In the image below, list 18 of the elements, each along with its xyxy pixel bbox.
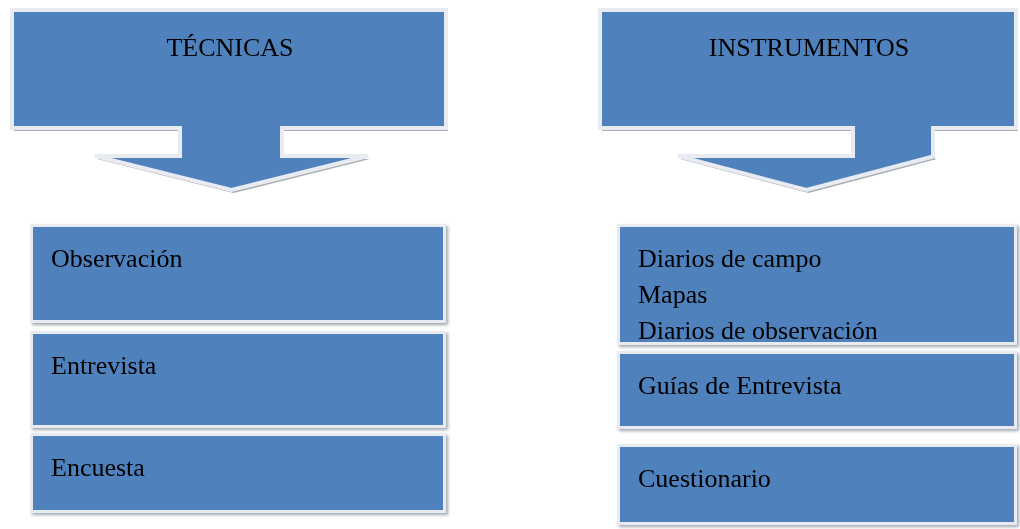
callout-arrow-shape (10, 8, 450, 196)
list-box (617, 224, 1017, 345)
item-text: Diarios de observación (638, 315, 879, 347)
item-text: Guías de Entrevista (638, 370, 843, 402)
heading: INSTRUMENTOS (707, 32, 911, 64)
item-text: Observación (51, 243, 184, 275)
callout-arrow-shape (598, 8, 1020, 196)
item-text: Mapas (638, 279, 709, 311)
list-box (30, 331, 446, 428)
item-text: Cuestionario (638, 463, 772, 495)
list-box (30, 433, 446, 513)
list-box (617, 351, 1017, 429)
item-text: Diarios de campo (638, 243, 823, 275)
list-box (30, 224, 446, 323)
list-box (617, 444, 1017, 525)
heading: TÉCNICAS (165, 32, 295, 64)
item-text: Entrevista (51, 350, 158, 382)
item-text: Encuesta (51, 452, 146, 484)
